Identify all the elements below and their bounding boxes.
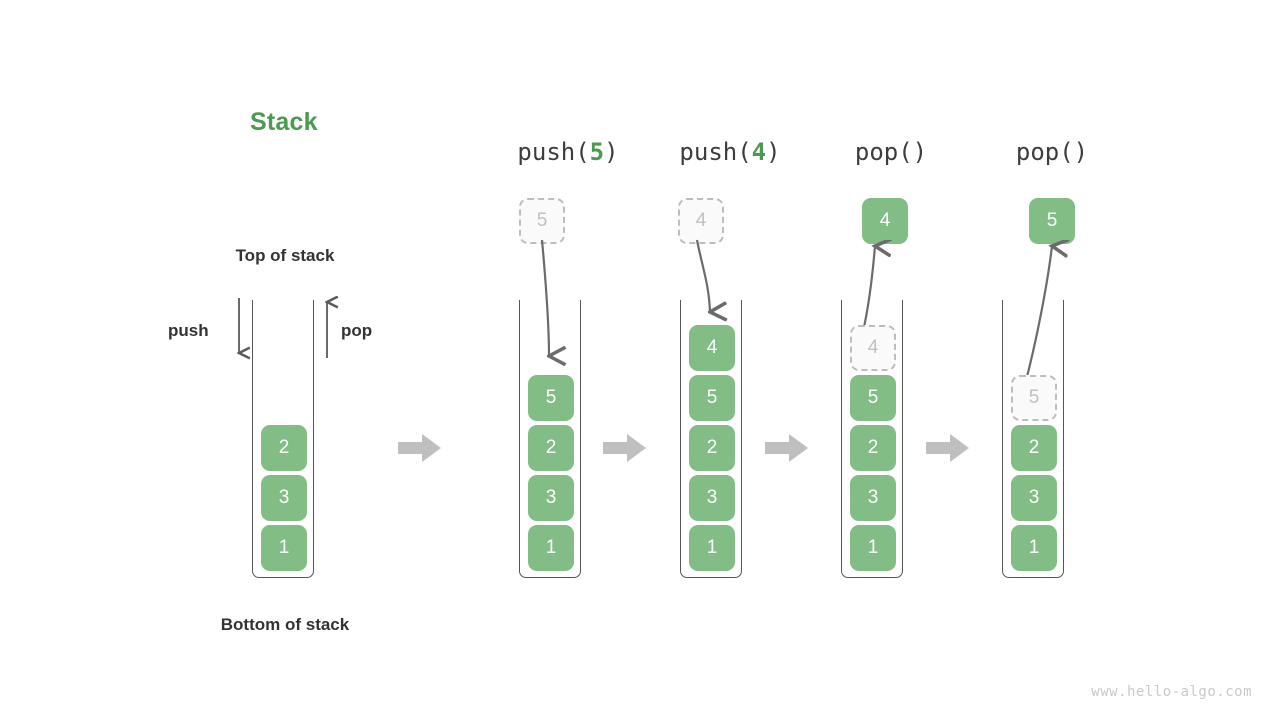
ghost-cell-push4: 4 bbox=[678, 198, 724, 244]
flow-arrow-icon bbox=[926, 432, 970, 464]
stack-cells-push5: 5 2 3 1 bbox=[520, 373, 582, 573]
op-arg: 4 bbox=[751, 138, 767, 166]
push5-motion-arrow-icon bbox=[540, 239, 595, 376]
popped-cell-4: 4 bbox=[862, 198, 908, 244]
top-of-stack-label: Top of stack bbox=[235, 246, 335, 265]
pop-label: pop bbox=[341, 321, 373, 340]
bottom-of-stack-label: Bottom of stack bbox=[220, 615, 350, 634]
stack-cells-pop1: 4 5 2 3 1 bbox=[842, 323, 904, 573]
push-direction-arrow-icon bbox=[228, 298, 254, 362]
stack-container-pop2: 5 2 3 1 bbox=[1002, 300, 1064, 578]
op-suffix: ) bbox=[1073, 138, 1089, 166]
stack-cell: 2 bbox=[689, 425, 735, 471]
stack-cell: 1 bbox=[261, 525, 307, 571]
stack-cell: 3 bbox=[261, 475, 307, 521]
op-title-push4: push(4) bbox=[650, 138, 810, 166]
stack-container-initial: 2 3 1 bbox=[252, 300, 314, 578]
ghost-cell-pop2: 5 bbox=[1011, 375, 1057, 421]
op-suffix: ) bbox=[604, 138, 619, 166]
stack-cell: 3 bbox=[1011, 475, 1057, 521]
op-name: push( bbox=[517, 138, 590, 166]
stack-cell: 2 bbox=[1011, 425, 1057, 471]
op-name: pop( bbox=[1015, 138, 1074, 166]
stack-cell: 1 bbox=[528, 525, 574, 571]
op-suffix: ) bbox=[766, 138, 781, 166]
flow-arrow-icon bbox=[398, 432, 442, 464]
op-name: pop( bbox=[854, 138, 913, 166]
stack-cell: 3 bbox=[689, 475, 735, 521]
stack-cells-push4: 4 5 2 3 1 bbox=[681, 323, 743, 573]
stack-cell: 5 bbox=[528, 375, 574, 421]
op-arg: 5 bbox=[589, 138, 605, 166]
stack-cells-initial: 2 3 1 bbox=[253, 423, 315, 573]
stack-cell: 3 bbox=[850, 475, 896, 521]
stack-cell: 5 bbox=[689, 375, 735, 421]
page-title: Stack bbox=[250, 108, 318, 136]
flow-arrow-icon bbox=[765, 432, 809, 464]
watermark: www.hello-algo.com bbox=[1091, 684, 1252, 700]
op-title-pop2: pop() bbox=[972, 138, 1132, 166]
stack-cell: 3 bbox=[528, 475, 574, 521]
flow-arrow-icon bbox=[603, 432, 647, 464]
op-title-pop1: pop() bbox=[811, 138, 971, 166]
push4-motion-arrow-icon bbox=[695, 239, 756, 332]
stack-cell: 1 bbox=[689, 525, 735, 571]
op-name: push( bbox=[679, 138, 752, 166]
push-label: push bbox=[168, 321, 209, 340]
stack-cell: 1 bbox=[850, 525, 896, 571]
pop-direction-arrow-icon bbox=[316, 296, 342, 358]
stack-cell: 2 bbox=[850, 425, 896, 471]
stack-cell: 1 bbox=[1011, 525, 1057, 571]
stack-cell: 2 bbox=[261, 425, 307, 471]
ghost-cell-pop1: 4 bbox=[850, 325, 896, 371]
popped-cell-5: 5 bbox=[1029, 198, 1075, 244]
stack-container-push5: 5 2 3 1 bbox=[519, 300, 581, 578]
stack-container-push4: 4 5 2 3 1 bbox=[680, 300, 742, 578]
op-title-push5: push(5) bbox=[488, 138, 648, 166]
stack-cell: 4 bbox=[689, 325, 735, 371]
stack-cells-pop2: 5 2 3 1 bbox=[1003, 373, 1065, 573]
ghost-cell-push5: 5 bbox=[519, 198, 565, 244]
stack-container-pop1: 4 5 2 3 1 bbox=[841, 300, 903, 578]
stack-cell: 5 bbox=[850, 375, 896, 421]
op-suffix: ) bbox=[912, 138, 928, 166]
stack-cell: 2 bbox=[528, 425, 574, 471]
